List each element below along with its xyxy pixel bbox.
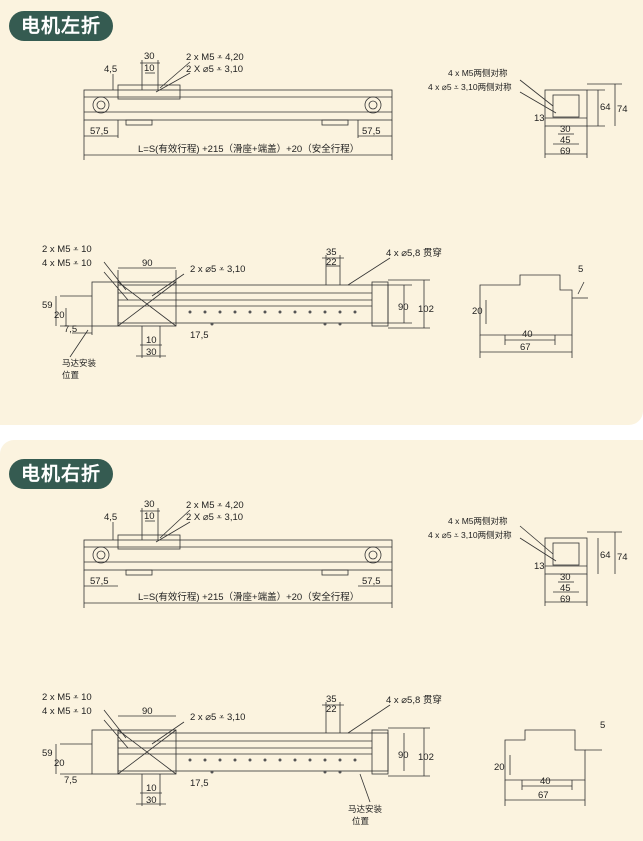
- dim-w30: 30: [560, 572, 571, 583]
- callout-4xm5: 4 x M5 ⩡ 10: [42, 258, 92, 269]
- dim-17-5: 17,5: [190, 330, 209, 341]
- profile-dim-20: 20: [472, 306, 483, 317]
- end-note-d5: 4 x ⌀5 ⩡ 3,10两侧对称: [428, 82, 512, 92]
- section-title: 电机右折: [9, 459, 114, 489]
- profile-dim-67: 67: [538, 790, 549, 801]
- dim-59: 59: [42, 300, 53, 311]
- dim-h74: 74: [617, 104, 628, 115]
- motor-position-label-2: 位置: [352, 816, 370, 826]
- dim-inner: 10: [144, 63, 155, 74]
- profile-dim-20: 20: [494, 762, 505, 773]
- profile-dim-40: 40: [540, 776, 551, 787]
- callout-d5-side: 2 x ⌀5 ⩡ 3,10: [190, 264, 245, 275]
- section-motor-left: 电机左折: [0, 0, 643, 425]
- dim-w45: 45: [560, 583, 571, 594]
- dim-22: 22: [326, 257, 337, 268]
- callout-4xm5: 4 x M5 ⩡ 10: [42, 706, 92, 717]
- end-note-m5: 4 x M5两侧对称: [448, 68, 508, 78]
- dim-20: 20: [54, 310, 65, 321]
- dim-7-5: 7,5: [64, 324, 77, 335]
- callout-d5-side: 2 x ⌀5 ⩡ 3,10: [190, 712, 245, 723]
- drawing-motor-right: 4,5 30 10 2 x M5 ⩡ 4,20 2 X ⌀5 ⩡ 3,10 57…: [42, 499, 628, 826]
- motor-position-label: 马达安装: [62, 358, 97, 368]
- dim-w90: 90: [142, 258, 153, 269]
- profile-dim-40: 40: [522, 329, 533, 340]
- dim-top-width: 30: [144, 499, 155, 510]
- dim-h102: 102: [418, 752, 434, 763]
- end-note-m5: 4 x M5两侧对称: [448, 516, 508, 526]
- motor-position-label-2: 位置: [62, 370, 80, 380]
- motor-block: [91, 281, 119, 327]
- profile-dim-5: 5: [578, 264, 583, 275]
- dim-edge-left: 4,5: [104, 64, 117, 75]
- dim-w90: 90: [142, 706, 153, 717]
- dim-h13: 13: [534, 561, 545, 572]
- dim-w69: 69: [560, 146, 571, 157]
- end-note-d5: 4 x ⌀5 ⩡ 3,10两侧对称: [428, 530, 512, 540]
- callout-2xm5: 2 x M5 ⩡ 10: [42, 244, 92, 255]
- callout-d5: 2 X ⌀5 ⩡ 3,10: [186, 64, 243, 75]
- length-formula: L=S(有效行程) +215（滑座+端盖）+20（安全行程）: [138, 591, 359, 603]
- dim-edge-left: 4,5: [104, 512, 117, 523]
- dim-h64: 64: [600, 550, 611, 561]
- end-view-profile: [544, 89, 588, 127]
- left-end-cap: [92, 96, 110, 114]
- dim-w30: 30: [560, 124, 571, 135]
- dim-b30: 30: [146, 347, 157, 358]
- dim-59: 59: [42, 748, 53, 759]
- section-motor-right: 电机右折: [0, 440, 643, 841]
- dim-end-left: 57,5: [90, 126, 109, 137]
- dim-inner: 10: [144, 511, 155, 522]
- dim-end-right: 57,5: [362, 126, 381, 137]
- section-title: 电机左折: [9, 11, 114, 41]
- dim-end-right: 57,5: [362, 576, 381, 587]
- dim-b10: 10: [146, 335, 157, 346]
- dim-20: 20: [54, 758, 65, 769]
- dim-h64: 64: [600, 102, 611, 113]
- callout-through-holes: 4 x ⌀5,8 贯穿: [386, 247, 442, 259]
- dim-end-left: 57,5: [90, 576, 109, 587]
- dim-35: 35: [326, 694, 337, 705]
- callout-through-holes: 4 x ⌀5,8 贯穿: [386, 694, 442, 706]
- drawing-motor-left: 4,5 30 10 2 x M5 ⩡ 4,20 2 X ⌀5 ⩡ 3,10 57…: [42, 51, 628, 380]
- dim-w45: 45: [560, 135, 571, 146]
- right-end-cap: [364, 96, 382, 114]
- actuator-top-body: [83, 89, 393, 121]
- dim-h74: 74: [617, 552, 628, 563]
- profile-dim-5: 5: [600, 720, 605, 731]
- dim-h102: 102: [418, 304, 434, 315]
- dim-h90: 90: [398, 302, 409, 313]
- callout-d5: 2 X ⌀5 ⩡ 3,10: [186, 512, 243, 523]
- dim-w69: 69: [560, 594, 571, 605]
- dim-22: 22: [326, 704, 337, 715]
- motor-position-label: 马达安装: [348, 804, 383, 814]
- actuator-side-body: [117, 284, 389, 324]
- length-formula: L=S(有效行程) +215（滑座+端盖）+20（安全行程）: [138, 143, 359, 155]
- profile-outline: [479, 274, 573, 336]
- dim-b10: 10: [146, 783, 157, 794]
- dim-top-width: 30: [144, 51, 155, 62]
- callout-m5: 2 x M5 ⩡ 4,20: [186, 52, 244, 63]
- callout-2xm5: 2 x M5 ⩡ 10: [42, 692, 92, 703]
- profile-dim-67: 67: [520, 342, 531, 353]
- dim-35: 35: [326, 247, 337, 258]
- dim-h90: 90: [398, 750, 409, 761]
- side-slider: [117, 281, 177, 327]
- dim-h13: 13: [534, 113, 545, 124]
- slider-carriage: [117, 84, 181, 100]
- callout-m5: 2 x M5 ⩡ 4,20: [186, 500, 244, 511]
- dim-17-5: 17,5: [190, 778, 209, 789]
- dim-b30: 30: [146, 795, 157, 806]
- dim-7-5: 7,5: [64, 775, 77, 786]
